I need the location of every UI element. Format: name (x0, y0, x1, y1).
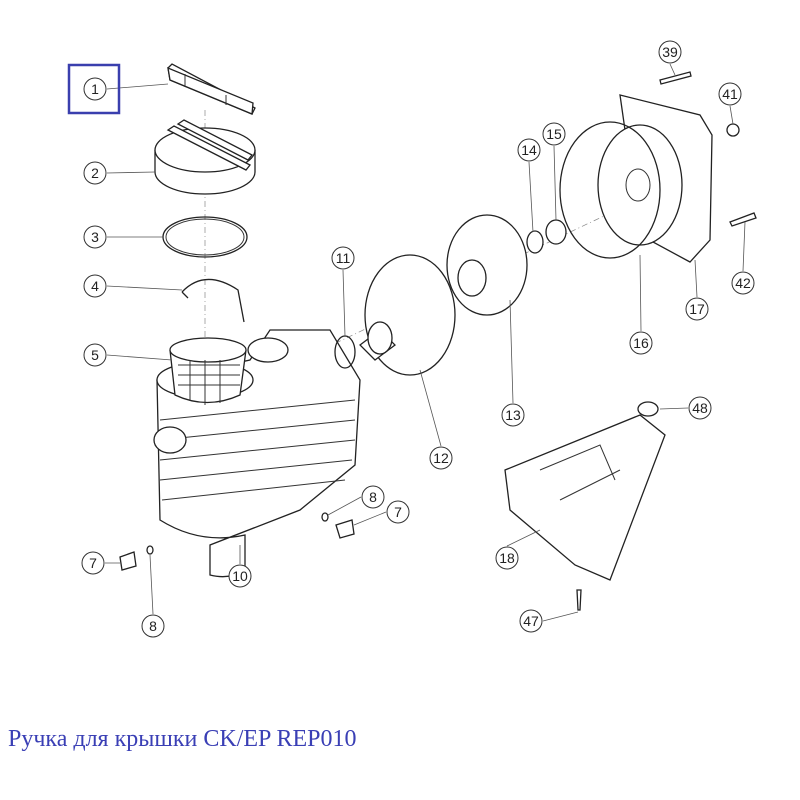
callout-8-right[interactable]: 8 (361, 485, 385, 509)
callout-4[interactable]: 4 (83, 274, 107, 298)
callout-39[interactable]: 39 (658, 40, 682, 64)
callout-5[interactable]: 5 (83, 343, 107, 367)
callout-42[interactable]: 42 (731, 271, 755, 295)
part-47-screw[interactable] (576, 589, 582, 611)
callout-10[interactable]: 10 (228, 564, 252, 588)
part-12-diffuser[interactable] (359, 254, 456, 376)
part-16-o-ring[interactable] (559, 121, 661, 259)
part-5-basket[interactable] (169, 337, 247, 405)
part-39-bolt[interactable] (659, 71, 692, 85)
callout-13[interactable]: 13 (501, 403, 525, 427)
part-48-bushing[interactable] (637, 401, 659, 417)
callout-label: 42 (735, 275, 751, 291)
callout-label: 15 (546, 126, 562, 142)
callout-16[interactable]: 16 (629, 331, 653, 355)
callout-label: 39 (662, 44, 678, 60)
part-14-seal[interactable] (526, 230, 544, 254)
callout-12[interactable]: 12 (429, 446, 453, 470)
part-8-o-ring-left[interactable] (146, 545, 154, 555)
callout-11[interactable]: 11 (331, 246, 355, 270)
part-13-impeller[interactable] (446, 214, 528, 316)
callout-label: 41 (722, 86, 738, 102)
leader-lines (105, 63, 746, 622)
callout-label: 18 (499, 550, 515, 566)
part-3-o-ring-inner (165, 218, 245, 256)
callout-1[interactable]: 1 (83, 77, 107, 101)
part-17-motor-adaptor[interactable] (597, 94, 713, 263)
part-8-o-ring-right[interactable] (321, 512, 329, 522)
callout-label: 8 (369, 489, 377, 505)
callout-17[interactable]: 17 (685, 297, 709, 321)
callout-label: 3 (91, 229, 99, 245)
callout-label: 14 (521, 142, 537, 158)
part-42-bolt[interactable] (729, 212, 757, 227)
callout-label: 48 (692, 400, 708, 416)
callout-47[interactable]: 47 (519, 609, 543, 633)
callout-48[interactable]: 48 (688, 396, 712, 420)
callout-3[interactable]: 3 (83, 225, 107, 249)
callout-41[interactable]: 41 (718, 82, 742, 106)
callout-label: 47 (523, 613, 539, 629)
part-1-handle[interactable] (167, 63, 256, 115)
callout-7-left[interactable]: 7 (81, 551, 105, 575)
part-caption: Ручка для крышки CK/EP REP010 (8, 726, 357, 752)
part-18-foot[interactable] (504, 414, 666, 581)
callout-label: 16 (633, 335, 649, 351)
callout-label: 7 (89, 555, 97, 571)
callout-2[interactable]: 2 (83, 161, 107, 185)
callout-label: 10 (232, 568, 248, 584)
callout-label: 1 (91, 81, 99, 97)
callout-label: 8 (149, 618, 157, 634)
callout-label: 7 (394, 504, 402, 520)
part-4-clip[interactable] (181, 278, 245, 323)
part-2-lid[interactable] (154, 119, 256, 195)
callout-15[interactable]: 15 (542, 122, 566, 146)
callout-7-right[interactable]: 7 (386, 500, 410, 524)
selected-part-highlight (67, 63, 121, 115)
callout-label: 2 (91, 165, 99, 181)
part-7-drain-plug-right[interactable] (335, 519, 355, 539)
part-41-washer[interactable] (726, 123, 740, 137)
callout-14[interactable]: 14 (517, 138, 541, 162)
callout-label: 17 (689, 301, 705, 317)
callout-8-left[interactable]: 8 (141, 614, 165, 638)
exploded-parts-diagram: 1 2 3 4 5 11 12 13 14 15 16 17 18 39 41 … (67, 40, 757, 638)
callout-label: 13 (505, 407, 521, 423)
callout-label: 4 (91, 278, 99, 294)
callout-18[interactable]: 18 (495, 546, 519, 570)
callout-label: 11 (336, 250, 351, 266)
callout-label: 5 (91, 347, 99, 363)
part-7-drain-plug-left[interactable] (119, 551, 137, 571)
callout-label: 12 (433, 450, 449, 466)
part-15-seal[interactable] (545, 219, 567, 245)
